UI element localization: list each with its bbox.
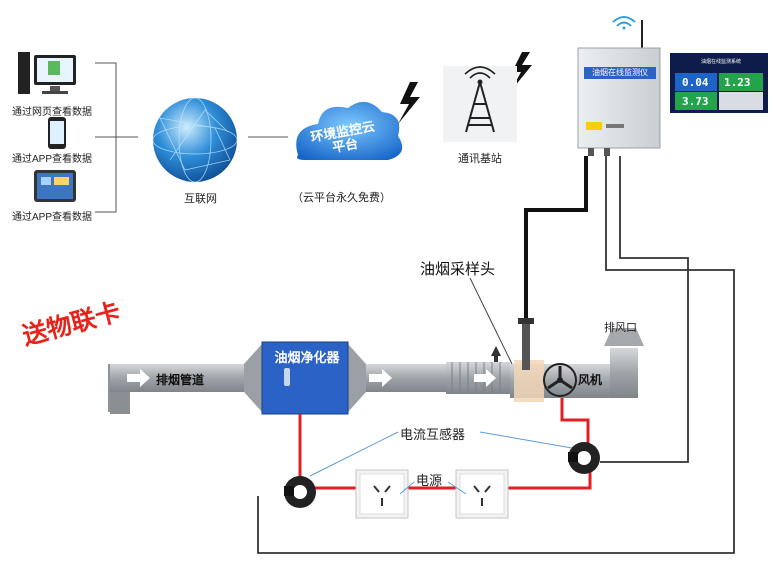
oil-fume-purifier	[261, 341, 349, 415]
oil-fume-monitor	[577, 16, 661, 156]
transformer-leader-lines	[309, 431, 573, 477]
current-transformer-label: 电流互感器	[400, 427, 466, 442]
fan-icon	[543, 363, 577, 397]
exhaust-duct	[108, 328, 644, 414]
reading-value: 3.73	[682, 95, 709, 108]
signal-tower-icon	[443, 66, 517, 142]
tablet-icon	[34, 170, 76, 202]
power-leader-lines	[399, 481, 467, 495]
sampling-head-label: 油烟采样头	[420, 261, 496, 278]
phone-label: 通过APP查看数据	[12, 154, 93, 165]
cloud-platform-icon	[296, 101, 403, 160]
device-bracket-lines	[95, 62, 288, 213]
fan-label: 风机	[578, 373, 603, 387]
power-label: 电源	[416, 473, 443, 488]
phone-icon	[48, 117, 66, 149]
purifier-label: 油烟净化器	[274, 350, 340, 365]
exhaust-label: 排风口	[604, 322, 637, 334]
current-transformer-icon	[284, 476, 316, 508]
power-socket-icon	[455, 469, 509, 519]
duct-label: 排烟管道	[156, 373, 205, 387]
cloud-caption: （云平台永久免费）	[292, 192, 391, 204]
sampling-leader-line	[469, 277, 513, 365]
screen-title: 油烟在线监测系统	[700, 59, 741, 65]
signal-wires	[257, 156, 735, 554]
tower-label: 通讯基站	[458, 153, 502, 165]
airflow-arrows	[127, 346, 501, 387]
reading-value: 0.04	[682, 76, 709, 89]
tablet-label: 通过APP查看数据	[12, 212, 93, 223]
pc-monitor-icon	[18, 52, 76, 94]
lightning-icon	[398, 82, 420, 124]
internet-label: 互联网	[184, 193, 217, 205]
reading-value: 1.23	[724, 76, 751, 89]
power-socket-icon	[355, 469, 409, 519]
pc-label: 通过网页查看数据	[12, 107, 92, 118]
current-transformer-icon	[568, 442, 600, 474]
monitor-title: 油烟在线监测仪	[584, 67, 656, 79]
monitor-screen	[670, 53, 768, 113]
sampling-probe	[518, 318, 534, 370]
internet-globe-icon	[152, 97, 238, 183]
